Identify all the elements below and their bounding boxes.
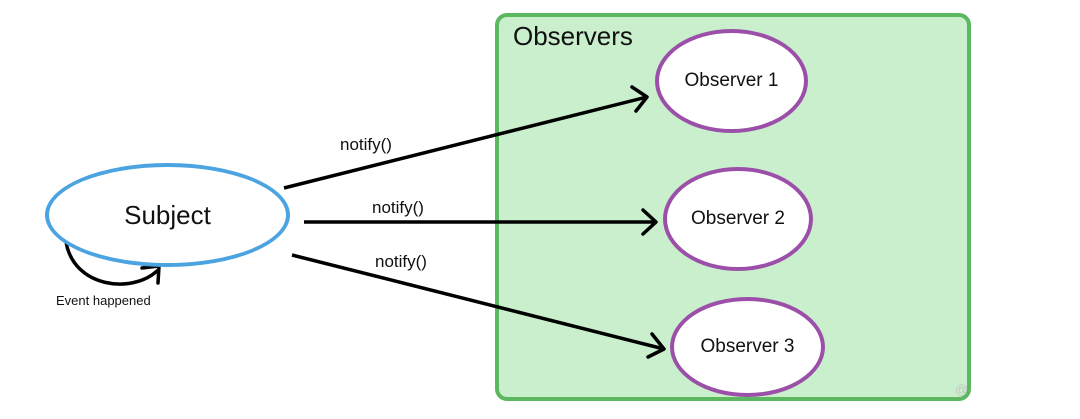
notify-label-observer-1: notify() bbox=[340, 135, 392, 154]
observer-2-label: Observer 2 bbox=[691, 208, 785, 229]
notify-arrow-observer-3 bbox=[291, 253, 665, 351]
observer-1-node: Observer 1 bbox=[655, 29, 808, 133]
subject-label: Subject bbox=[124, 199, 211, 230]
notify-arrow-observer-1 bbox=[283, 95, 648, 190]
self-loop-arrow bbox=[64, 240, 159, 286]
arrowhead-observer-3 bbox=[646, 332, 666, 359]
watermark: @ bbox=[955, 382, 969, 397]
notify-label-observer-2: notify() bbox=[372, 198, 424, 217]
arrowhead-observer-1 bbox=[630, 85, 649, 113]
observer-3-label: Observer 3 bbox=[700, 336, 795, 357]
observer-3-node: Observer 3 bbox=[670, 297, 825, 397]
observer-2-node: Observer 2 bbox=[663, 167, 813, 271]
event-happened-label: Event happened bbox=[56, 293, 151, 308]
observers-group-title: Observers bbox=[513, 21, 633, 51]
observer-1-label: Observer 1 bbox=[684, 70, 779, 91]
arrowhead-observer-2 bbox=[641, 208, 658, 236]
notify-label-observer-3: notify() bbox=[375, 252, 427, 271]
subject-node: Subject bbox=[45, 163, 290, 267]
